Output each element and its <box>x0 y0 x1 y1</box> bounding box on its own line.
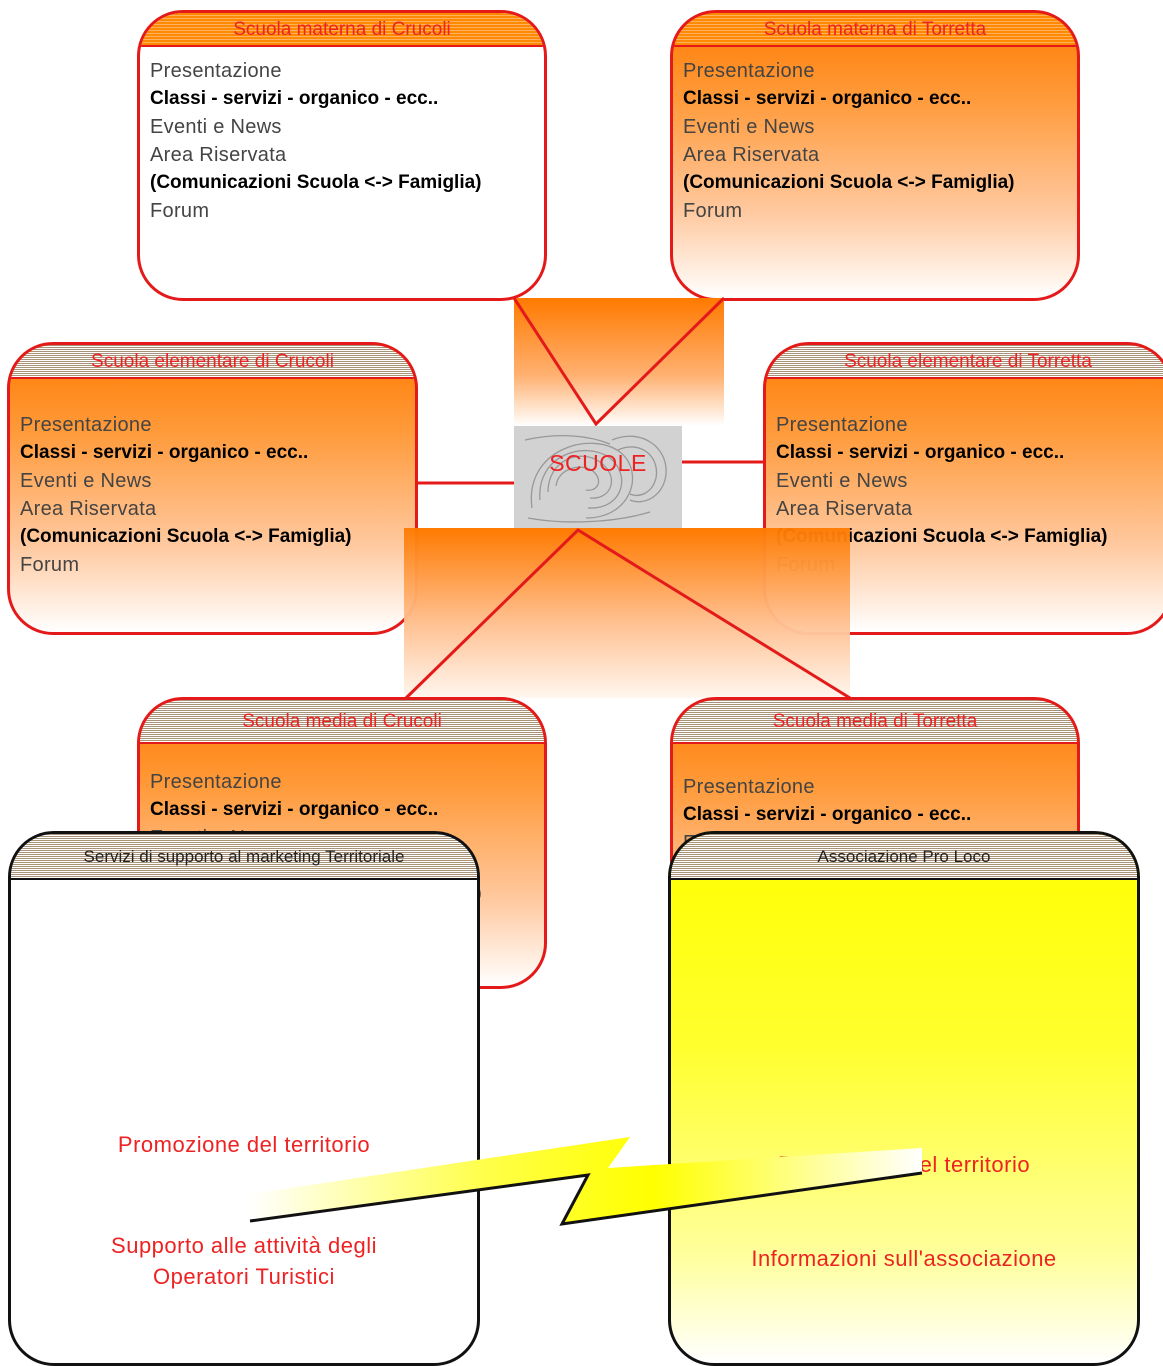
link-comunicazioni[interactable]: (Comunicazioni Scuola <-> Famiglia) <box>776 526 1108 547</box>
link-area-riservata[interactable]: Area Riservata <box>776 498 913 520</box>
box-marketing[interactable]: Servizi di supporto al marketing Territo… <box>8 831 480 1366</box>
box-title: Scuola elementare di Torretta <box>766 345 1163 379</box>
box-materna-torretta[interactable]: Scuola materna di Torretta Presentazione… <box>670 10 1080 301</box>
item-supporto-line1[interactable]: Supporto alle attività degli <box>111 1233 377 1258</box>
link-area-riservata[interactable]: Area Riservata <box>150 144 287 166</box>
link-classi[interactable]: Classi - servizi - organico - ecc.. <box>20 442 309 463</box>
link-eventi[interactable]: Eventi e News <box>20 470 152 492</box>
link-comunicazioni[interactable]: (Comunicazioni Scuola <-> Famiglia) <box>683 172 1015 193</box>
box-body: Presentazione Classi - servizi - organic… <box>776 411 1108 579</box>
box-title: Scuola elementare di Crucoli <box>10 345 415 379</box>
link-presentazione[interactable]: Presentazione <box>683 60 815 82</box>
box-body: Presentazione Classi - servizi - organic… <box>683 57 1015 225</box>
link-forum[interactable]: Forum <box>20 554 80 576</box>
link-comunicazioni[interactable]: (Comunicazioni Scuola <-> Famiglia) <box>20 526 352 547</box>
link-area-riservata[interactable]: Area Riservata <box>20 498 157 520</box>
link-eventi[interactable]: Eventi e News <box>683 116 815 138</box>
box-title: Scuola media di Crucoli <box>140 700 544 744</box>
box-title: Servizi di supporto al marketing Territo… <box>11 834 477 880</box>
link-eventi[interactable]: Eventi e News <box>150 116 282 138</box>
link-classi[interactable]: Classi - servizi - organico - ecc.. <box>776 442 1065 463</box>
link-presentazione[interactable]: Presentazione <box>150 771 282 793</box>
link-comunicazioni[interactable]: (Comunicazioni Scuola <-> Famiglia) <box>150 172 482 193</box>
bottom-funnel-fill <box>404 528 850 698</box>
link-presentazione[interactable]: Presentazione <box>150 60 282 82</box>
link-presentazione[interactable]: Presentazione <box>683 776 815 798</box>
link-classi[interactable]: Classi - servizi - organico - ecc.. <box>150 88 439 109</box>
hub-label[interactable]: SCUOLE <box>549 450 647 476</box>
lightning-bolt-outline <box>249 1171 923 1226</box>
link-presentazione[interactable]: Presentazione <box>776 414 908 436</box>
box-title: Associazione Pro Loco <box>671 834 1137 880</box>
top-funnel-lines <box>512 296 726 427</box>
box-elementare-crucoli[interactable]: Scuola elementare di Crucoli Presentazio… <box>7 342 418 635</box>
link-eventi[interactable]: Eventi e News <box>776 470 908 492</box>
item-supporto-line2[interactable]: Operatori Turistici <box>153 1264 335 1289</box>
box-body: Presentazione Classi - servizi - organic… <box>150 57 482 225</box>
box-body: Presentazione Classi - servizi - organic… <box>20 411 352 579</box>
link-area-riservata[interactable]: Area Riservata <box>683 144 820 166</box>
box-title: Scuola materna di Crucoli <box>140 13 544 47</box>
box-title: Scuola materna di Torretta <box>673 13 1077 47</box>
fingerprint-pattern <box>524 434 667 523</box>
link-classi[interactable]: Classi - servizi - organico - ecc.. <box>683 88 972 109</box>
link-classi[interactable]: Classi - servizi - organico - ecc.. <box>150 799 439 820</box>
top-funnel-fill <box>514 298 724 426</box>
link-classi[interactable]: Classi - servizi - organico - ecc.. <box>683 804 972 825</box>
item-informazioni[interactable]: Informazioni sull'associazione <box>751 1246 1057 1271</box>
link-presentazione[interactable]: Presentazione <box>20 414 152 436</box>
link-forum[interactable]: Forum <box>683 200 743 222</box>
box-materna-crucoli[interactable]: Scuola materna di Crucoli Presentazione … <box>137 10 547 301</box>
bottom-funnel-lines <box>402 528 851 702</box>
link-forum[interactable]: Forum <box>150 200 210 222</box>
item-promozione[interactable]: Promozione del territorio <box>117 1132 371 1157</box>
box-title: Scuola media di Torretta <box>673 700 1077 744</box>
box-proloco[interactable]: Associazione Pro Loco Promozione del ter… <box>668 831 1140 1366</box>
